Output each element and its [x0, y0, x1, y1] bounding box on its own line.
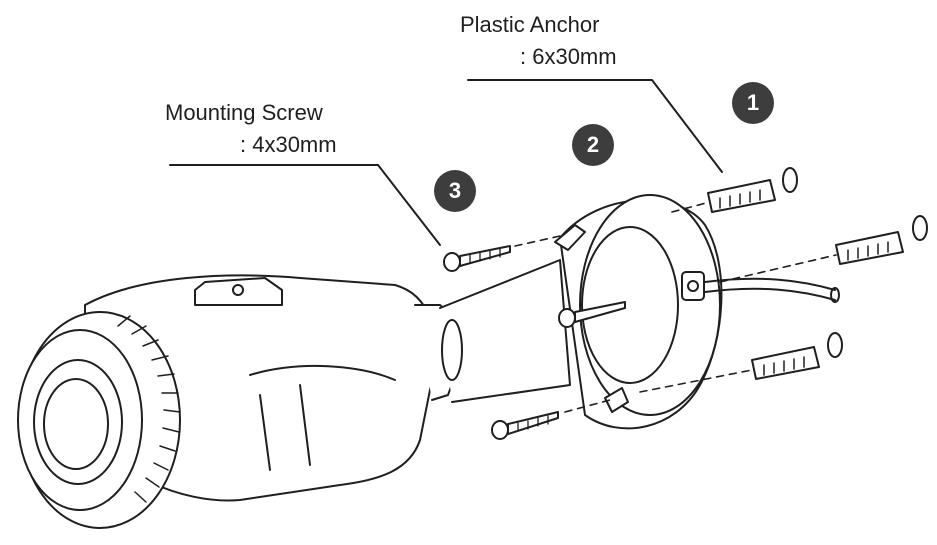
plastic-anchor-bottom: [751, 332, 843, 380]
plastic-anchor-label: Plastic Anchor: [460, 12, 600, 37]
step-badge-3: 3: [434, 170, 476, 212]
mounting-screw-middle: [558, 301, 626, 328]
mounting-screw-bottom: [491, 411, 559, 440]
bullet-camera-icon: [17, 274, 436, 529]
plastic-anchor-middle: [835, 215, 928, 265]
camera-arm: [414, 259, 571, 403]
mounting-screw-label: Mounting Screw: [165, 100, 323, 125]
mounting-screw-icon: [443, 245, 626, 440]
mounting-base-icon: [554, 194, 840, 430]
mounting-screw-top: [443, 245, 511, 272]
callout-leader-lines: [169, 79, 723, 246]
plastic-anchor-size: : 6x30mm: [520, 44, 617, 69]
step-badge-1: 1: [732, 82, 774, 124]
alignment-lines: [514, 202, 837, 413]
plastic-anchor-icon: [707, 167, 928, 380]
plastic-anchor-top: [707, 167, 798, 213]
step-badge-2: 2: [572, 124, 614, 166]
mounting-screw-size: : 4x30mm: [240, 132, 337, 157]
